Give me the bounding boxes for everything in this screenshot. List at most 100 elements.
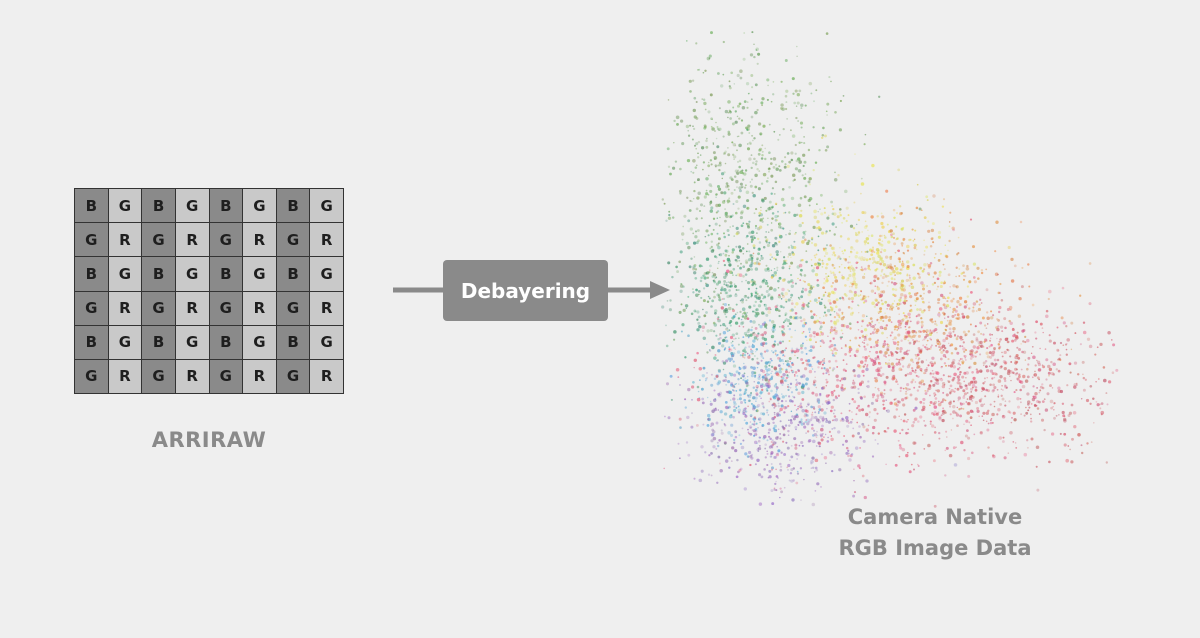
scatter-dot xyxy=(794,89,798,93)
scatter-dot xyxy=(757,52,761,56)
scatter-dot xyxy=(874,292,877,295)
scatter-dot xyxy=(949,392,952,395)
scatter-dot xyxy=(746,147,751,151)
scatter-dot xyxy=(717,164,719,167)
scatter-dot xyxy=(781,294,785,298)
scatter-dot xyxy=(947,249,949,252)
scatter-dot xyxy=(966,264,969,268)
scatter-dot xyxy=(743,348,746,350)
scatter-dot xyxy=(675,115,680,120)
scatter-dot xyxy=(887,280,890,283)
scatter-dot xyxy=(915,374,918,377)
scatter-dot xyxy=(744,452,748,456)
scatter-dot xyxy=(835,329,838,333)
scatter-dot xyxy=(789,399,793,403)
scatter-dot xyxy=(753,157,756,161)
scatter-dot xyxy=(1107,331,1111,335)
scatter-dot xyxy=(719,292,722,295)
scatter-dot xyxy=(835,305,838,308)
scatter-dot xyxy=(872,248,874,251)
scatter-dot xyxy=(828,430,831,433)
scatter-dot xyxy=(676,122,679,126)
scatter-dot xyxy=(1036,359,1038,362)
scatter-dot xyxy=(971,309,975,313)
scatter-dot xyxy=(726,257,731,262)
bayer-cell: G xyxy=(175,325,209,359)
scatter-dot xyxy=(760,206,762,209)
scatter-dot xyxy=(800,107,803,110)
scatter-dot xyxy=(918,276,921,279)
scatter-dot xyxy=(766,409,769,412)
scatter-dot xyxy=(758,170,761,173)
scatter-dot xyxy=(786,359,790,363)
scatter-dot xyxy=(710,206,714,210)
scatter-dot xyxy=(774,352,777,354)
scatter-dot xyxy=(750,392,753,394)
scatter-dot xyxy=(923,268,926,271)
scatter-dot xyxy=(820,339,824,343)
scatter-dot xyxy=(751,310,755,313)
scatter-dot xyxy=(969,323,972,326)
scatter-dot xyxy=(807,292,811,297)
scatter-dot xyxy=(914,299,918,303)
scatter-dot xyxy=(702,161,706,164)
scatter-dot xyxy=(833,273,836,277)
scatter-dot xyxy=(731,389,734,391)
scatter-dot xyxy=(921,209,923,212)
scatter-dot xyxy=(764,367,767,371)
scatter-dot xyxy=(741,300,744,304)
scatter-dot xyxy=(964,356,967,359)
scatter-dot xyxy=(865,258,869,262)
scatter-dot xyxy=(936,389,940,393)
scatter-dot xyxy=(896,400,900,404)
scatter-dot xyxy=(811,391,815,395)
scatter-dot xyxy=(722,379,725,382)
scatter-dot xyxy=(752,339,756,343)
scatter-dot xyxy=(798,141,801,145)
scatter-dot xyxy=(865,412,869,417)
scatter-dot xyxy=(939,252,942,255)
scatter-dot xyxy=(819,327,822,331)
scatter-dot xyxy=(985,369,990,373)
scatter-dot xyxy=(732,274,734,276)
scatter-dot xyxy=(753,375,757,378)
scatter-dot xyxy=(731,122,735,126)
scatter-dot xyxy=(710,305,713,308)
scatter-dot xyxy=(805,260,808,264)
scatter-dot xyxy=(784,400,788,403)
scatter-dot xyxy=(832,418,836,422)
scatter-dot xyxy=(832,412,835,415)
scatter-dot xyxy=(824,134,827,138)
scatter-dot xyxy=(795,378,798,381)
scatter-dot xyxy=(863,225,868,230)
scatter-dot xyxy=(766,98,769,101)
scatter-dot xyxy=(935,324,938,327)
scatter-dot xyxy=(775,489,778,492)
scatter-dot xyxy=(789,129,792,132)
scatter-dot xyxy=(1010,257,1014,262)
bayer-cell: R xyxy=(175,359,209,393)
scatter-dot xyxy=(955,305,959,308)
scatter-dot xyxy=(873,251,876,253)
scatter-dot xyxy=(765,209,768,212)
scatter-dot xyxy=(890,331,894,334)
scatter-dot xyxy=(804,104,807,107)
scatter-dot xyxy=(820,386,824,390)
scatter-dot xyxy=(905,350,908,353)
scatter-dot xyxy=(922,329,926,333)
scatter-dot xyxy=(786,362,790,367)
scatter-dot xyxy=(900,283,905,287)
scatter-dot xyxy=(922,397,926,401)
scatter-dot xyxy=(940,377,942,380)
scatter-dot xyxy=(985,268,988,271)
scatter-dot xyxy=(717,368,721,372)
scatter-dot xyxy=(777,428,780,431)
scatter-dot xyxy=(778,276,782,280)
scatter-dot xyxy=(750,402,753,405)
scatter-dot xyxy=(758,148,762,152)
scatter-dot xyxy=(770,365,774,368)
scatter-dot xyxy=(934,426,936,429)
scatter-dot xyxy=(901,318,905,321)
scatter-dot xyxy=(825,262,829,266)
scatter-dot xyxy=(733,283,736,285)
